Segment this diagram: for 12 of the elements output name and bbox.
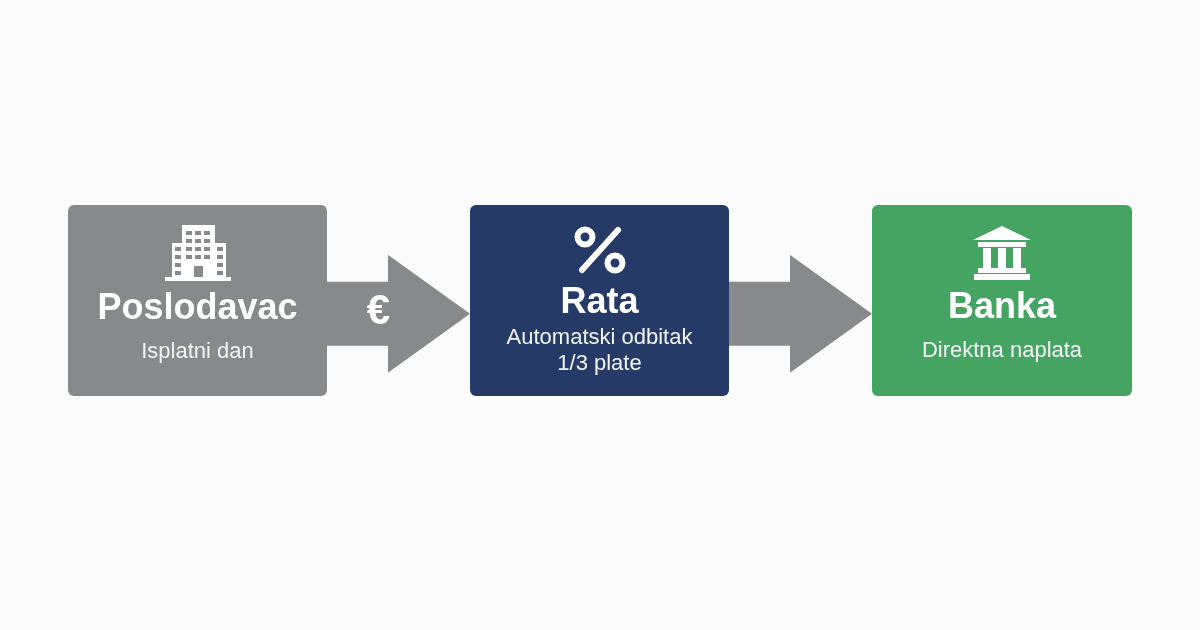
node-title: Poslodavac (97, 286, 298, 328)
node-subtitle: Isplatni dan (141, 338, 254, 364)
node-subtitle: Automatski odbitak 1/3 plate (505, 324, 694, 376)
process-box (872, 205, 1132, 396)
node-title: Rata (560, 280, 639, 322)
block-arrow (729, 254, 872, 373)
block-arrow (327, 254, 470, 373)
process-box (68, 205, 327, 396)
node-subtitle: Direktna naplata (921, 337, 1083, 363)
edge-label: € (366, 288, 391, 331)
node-title: Banka (947, 285, 1057, 327)
process-box (470, 205, 729, 396)
